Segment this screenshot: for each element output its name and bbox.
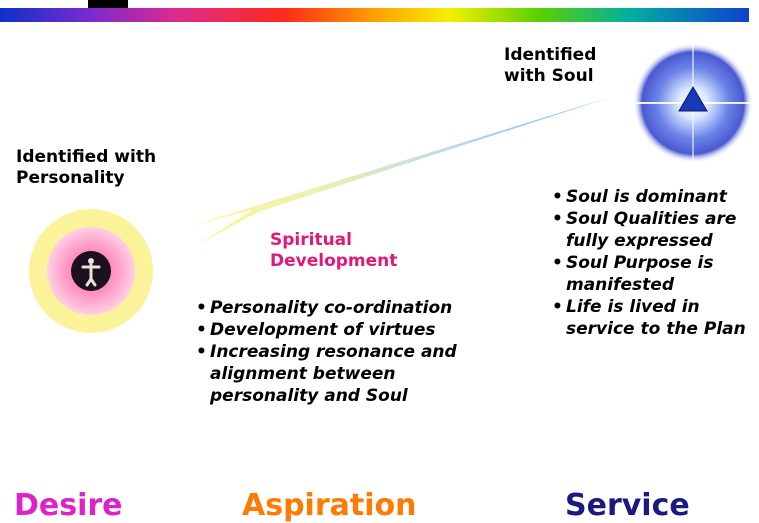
soul-point: Soul is dominant xyxy=(552,186,757,208)
soul-point: Soul Purpose is manifested xyxy=(552,252,757,296)
soul-points: Soul is dominant Soul Qualities are full… xyxy=(552,186,757,340)
personality-label: Identified with Personality xyxy=(16,147,157,188)
human-figure-icon xyxy=(81,258,101,287)
triangle-star-icon xyxy=(678,86,708,112)
soul-point: Soul Qualities are fully expressed xyxy=(552,208,757,252)
stage-aspiration: Aspiration xyxy=(242,488,417,523)
soul-orb xyxy=(633,43,753,163)
stage-service: Service xyxy=(565,488,690,523)
personality-orb xyxy=(29,209,153,333)
development-point: Personality co-ordination xyxy=(196,297,496,319)
development-point: Development of virtues xyxy=(196,319,496,341)
header-remnant xyxy=(88,0,128,8)
development-points: Personality co-ordination Development of… xyxy=(196,297,496,407)
soul-label: Identified with Soul xyxy=(504,45,597,86)
spiritual-development-label: Spiritual Development xyxy=(270,230,398,271)
development-point: Increasing resonance and alignment betwe… xyxy=(196,341,496,407)
soul-point: Life is lived in service to the Plan xyxy=(552,296,757,340)
stage-desire: Desire xyxy=(14,488,123,523)
rainbow-header-bar xyxy=(0,8,749,22)
